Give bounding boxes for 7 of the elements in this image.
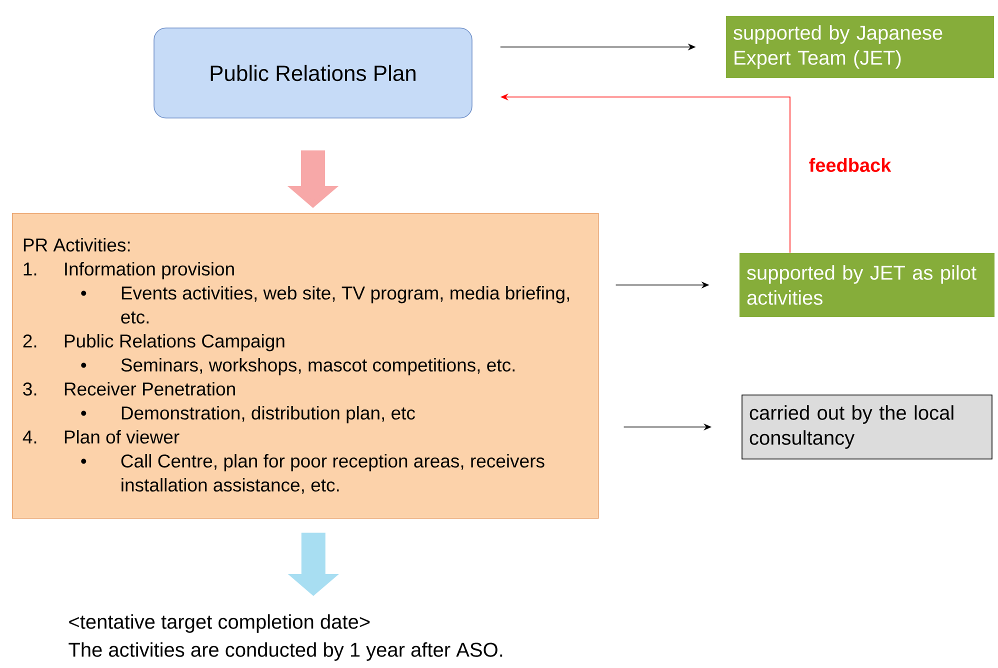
process-box: Public Relations Plan bbox=[154, 28, 472, 118]
note-box: supported by Japanese Expert Team (JET) bbox=[726, 16, 994, 78]
activity-box: PR Activities: 1. Information provision • Events activities, web site, TV program, media briefing, etc. 2. Public Relations Campaign • Seminars, workshops, mascot competitions, etc. 3. Receiver Penetration • Demonstration, distribution plan, etc 4. Plan of viewer • Call Centre, plan for poor reception areas, receivers installation assistance, etc. bbox=[12, 213, 599, 519]
note-box: carried out by the local consultancy bbox=[742, 394, 992, 460]
note-text: <tentative target completion date> The activities are conducted by 1 year after ASO. bbox=[68, 614, 502, 661]
edge-label: feedback bbox=[806, 156, 894, 174]
note-box: supported by JET as pilot activities bbox=[740, 253, 994, 317]
